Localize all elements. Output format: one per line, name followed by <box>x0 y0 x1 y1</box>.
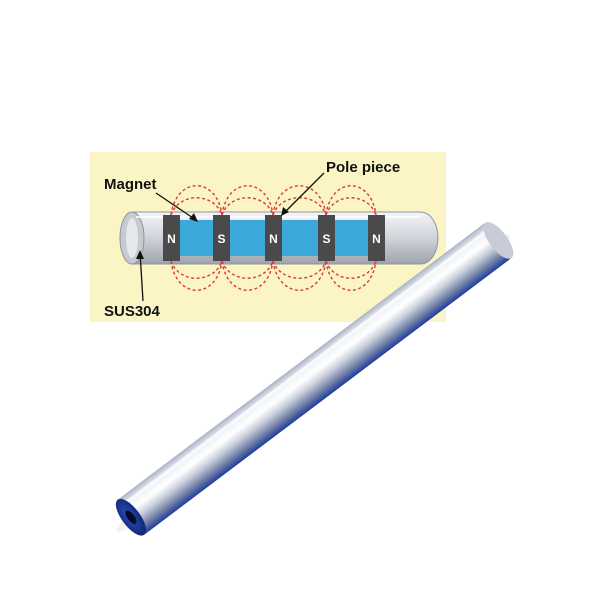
pole-piece <box>368 215 385 261</box>
pole-pieces <box>163 215 385 261</box>
magnet-block <box>280 220 320 256</box>
magnet-blocks <box>180 220 368 256</box>
magnet-label: Magnet <box>104 176 157 193</box>
pole-letter: S <box>217 232 225 246</box>
pole-piece <box>213 215 230 261</box>
pole-piece <box>265 215 282 261</box>
sus304-leader-arrow <box>136 250 144 302</box>
magnet-block <box>180 220 216 256</box>
pole-letter: N <box>269 232 278 246</box>
pole-letter: N <box>167 232 176 246</box>
magnet-leader-arrow <box>155 192 198 222</box>
pole-piece-label: Pole piece <box>326 159 400 176</box>
magnet-block <box>228 220 268 256</box>
field-lines <box>170 185 377 291</box>
pole-piece <box>163 215 180 261</box>
pole-letter: N <box>372 232 381 246</box>
magnet-block <box>332 220 368 256</box>
pole-letter: S <box>322 232 330 246</box>
magnetic-bar-rod <box>115 221 514 536</box>
cross-section-diagram: N S N S N Magnet <box>90 152 446 322</box>
pole-piece-leader-arrow <box>281 172 325 216</box>
pole-piece <box>318 215 335 261</box>
sus304-label: SUS304 <box>104 303 161 320</box>
